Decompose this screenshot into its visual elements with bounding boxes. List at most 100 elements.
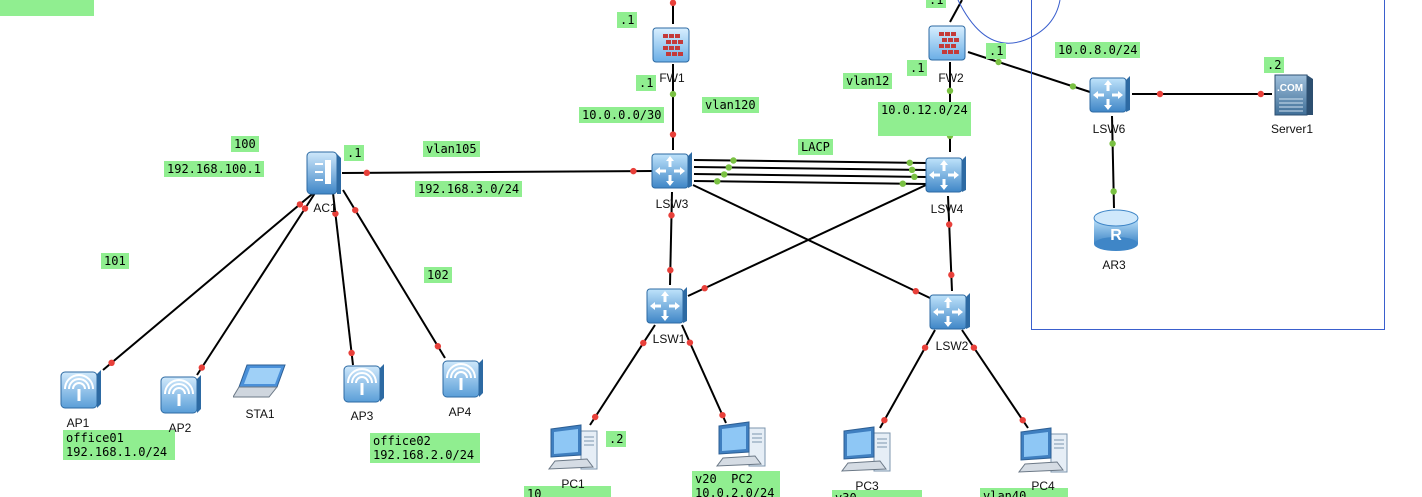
link-line <box>879 329 936 429</box>
lsw1-switch-icon[interactable] <box>645 283 689 331</box>
port-dot <box>198 364 205 371</box>
port-dot <box>667 266 674 274</box>
port-dot <box>970 344 978 351</box>
port-dot <box>669 90 677 98</box>
port-dot <box>1110 188 1117 195</box>
lsw4-switch-icon[interactable] <box>924 152 968 200</box>
pc4-name: PC4 <box>1031 479 1055 493</box>
lsw3-name: LSW3 <box>655 197 689 211</box>
ac-addr-label: .1 <box>344 145 365 161</box>
lsw3-switch-icon[interactable] <box>650 148 694 196</box>
port-dot <box>363 169 370 177</box>
port-dot <box>906 159 913 166</box>
vlan105-label: vlan105 <box>423 141 480 157</box>
pc4-pc-icon[interactable] <box>1017 426 1071 480</box>
lsw2-name: LSW2 <box>935 339 969 353</box>
server1-server-icon[interactable]: .COM <box>1271 73 1315 121</box>
link-line <box>693 173 927 178</box>
lsw6-switch-icon[interactable] <box>1088 72 1132 120</box>
lsw2-switch-icon[interactable] <box>928 289 972 337</box>
pc3-vlan-label: v30 <box>832 490 922 497</box>
fw1-lower-addr-label: .1 <box>636 75 657 91</box>
link-line <box>692 184 931 299</box>
port-dot <box>899 180 906 187</box>
port-dot <box>921 344 929 351</box>
port-dot <box>1257 90 1265 98</box>
pc2-network-label: v20 PC2 10.0.2.0/24 <box>692 471 780 497</box>
link-line <box>693 159 927 164</box>
vlan100-label: 100 <box>231 136 259 152</box>
ap1-access-point-icon[interactable] <box>59 368 103 414</box>
fw2-name: FW2 <box>938 71 964 85</box>
server1-name: Server1 <box>1270 122 1314 136</box>
pc3-pc-icon[interactable] <box>840 425 894 479</box>
port-dot <box>701 285 708 292</box>
ap4-access-point-icon[interactable] <box>441 357 485 403</box>
sta1-laptop-icon[interactable] <box>232 361 289 405</box>
pc2-pc-icon[interactable] <box>715 420 769 474</box>
port-dot <box>719 411 726 419</box>
pc1-pc-icon[interactable] <box>547 423 601 477</box>
ap2-name: AP2 <box>168 421 192 435</box>
fw2-firewall-icon[interactable] <box>927 22 969 66</box>
lsw6-name: LSW6 <box>1092 122 1126 136</box>
lsw6-network-label: 10.0.8.0/24 <box>1055 42 1141 58</box>
lacp-label: LACP <box>798 139 833 155</box>
link-line <box>693 166 927 171</box>
fw1-name: FW1 <box>659 71 685 85</box>
port-dot <box>332 210 339 217</box>
port-dot <box>1109 140 1116 147</box>
port-dot <box>995 58 1002 66</box>
office01-label: office01 192.168.1.0/24 <box>63 430 175 460</box>
ar3-name: AR3 <box>1102 258 1126 272</box>
port-dot <box>714 178 721 185</box>
link-line <box>341 170 653 174</box>
svg-text:R: R <box>1110 227 1122 244</box>
port-dot <box>1069 83 1077 90</box>
link-line <box>693 180 927 185</box>
port-dot <box>948 271 955 279</box>
fw2-lsw4-network-label: 10.0.12.0/24 <box>878 102 971 136</box>
port-dot <box>686 339 694 346</box>
fw1-firewall-icon[interactable] <box>651 24 693 68</box>
link-line <box>687 184 927 297</box>
ap3-name: AP3 <box>350 409 374 423</box>
link-line <box>961 329 1029 429</box>
link-line <box>102 189 318 371</box>
port-dot <box>348 349 355 357</box>
fw2-upper-addr-label: .1 <box>926 0 947 8</box>
port-dot <box>1019 416 1026 424</box>
port-dot <box>592 413 599 421</box>
port-dot <box>630 167 637 175</box>
vlan101-label: 101 <box>101 253 129 269</box>
ac-lsw3-network-label: 192.168.3.0/24 <box>415 181 523 197</box>
port-dot <box>669 0 677 7</box>
fw1-upper-addr-label: .1 <box>617 12 638 28</box>
ac1-name: AC1 <box>313 201 337 215</box>
port-dot <box>912 288 919 295</box>
link-line <box>681 324 727 424</box>
port-dot <box>911 173 918 181</box>
office02-label: office02 192.168.2.0/24 <box>370 433 480 463</box>
port-dot <box>108 359 115 366</box>
link-line <box>196 189 318 376</box>
port-dot <box>640 339 647 347</box>
ar3-router-icon[interactable]: R <box>1090 206 1142 256</box>
server-addr-label: .2 <box>1264 57 1285 73</box>
lsw4-name: LSW4 <box>930 202 964 216</box>
pc3-name: PC3 <box>855 479 879 493</box>
port-dot <box>908 166 916 174</box>
ap2-access-point-icon[interactable] <box>159 373 203 419</box>
fw2-left-addr-label: .1 <box>907 60 928 76</box>
port-dot <box>668 212 675 219</box>
pc1-addr-label: .2 <box>606 431 627 447</box>
port-dot <box>669 131 677 138</box>
port-dot <box>720 171 728 178</box>
pc4-vlan-label: vlan40 <box>980 488 1068 497</box>
ac1-access-controller-icon[interactable] <box>303 150 343 200</box>
link-line <box>332 192 354 366</box>
ap3-access-point-icon[interactable] <box>342 362 386 408</box>
vlan120-label: vlan120 <box>702 97 759 113</box>
port-dot <box>725 164 732 171</box>
